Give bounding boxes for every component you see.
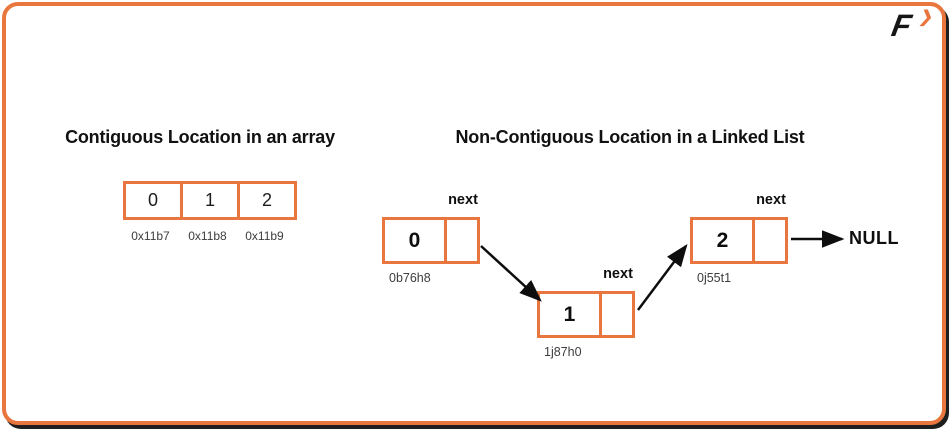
next-pointer-label: next xyxy=(756,192,786,208)
null-terminator-label: NULL xyxy=(849,228,899,248)
node-next-pointer-cell xyxy=(602,294,632,335)
list-section-title: Non-Contiguous Location in a Linked List xyxy=(455,127,805,147)
brand-logo: F ❯ xyxy=(886,8,938,48)
array-cell-address: 0x11b8 xyxy=(188,229,227,243)
array-addresses: 0x11b7 0x11b8 0x11b9 xyxy=(122,229,293,243)
node-value: 2 xyxy=(693,220,755,261)
array-cell: 1 xyxy=(180,181,240,220)
node-next-pointer-cell xyxy=(755,220,785,261)
array-cell-address: 0x11b7 xyxy=(131,229,170,243)
logo-letter: F xyxy=(889,8,915,43)
node-next-pointer-cell xyxy=(447,220,477,261)
array-cell-address: 0x11b9 xyxy=(245,229,284,243)
array-cell: 2 xyxy=(237,181,297,220)
node-value: 1 xyxy=(540,294,602,335)
linked-list-node: 0 xyxy=(382,217,480,264)
array-section-title: Contiguous Location in an array xyxy=(65,127,335,147)
linked-list-node: 1 xyxy=(537,291,635,338)
node-address: 1j87h0 xyxy=(544,345,582,359)
node-address: 0j55t1 xyxy=(697,271,732,285)
node-address: 0b76h8 xyxy=(389,271,431,285)
next-pointer-label: next xyxy=(448,192,478,208)
logo-chevron-icon: ❯ xyxy=(918,9,932,26)
array-cell: 0 xyxy=(123,181,183,220)
node-value: 0 xyxy=(385,220,447,261)
linked-list-node: 2 xyxy=(690,217,788,264)
next-pointer-label: next xyxy=(603,266,633,282)
array-boxes: 0 1 2 xyxy=(123,181,297,220)
